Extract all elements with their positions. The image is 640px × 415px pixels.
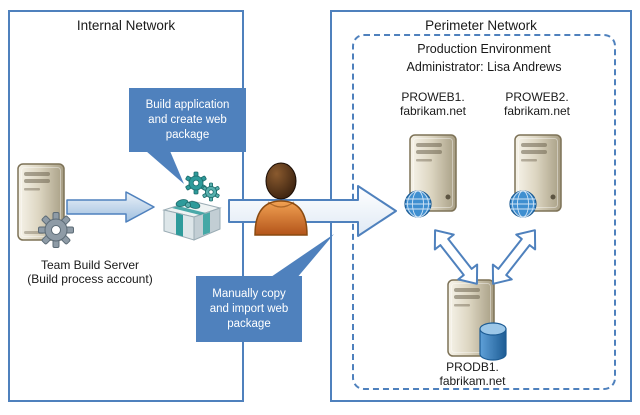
globe-icon xyxy=(508,189,538,219)
callout-copy-pointer xyxy=(266,234,336,280)
sync-arrow-left xyxy=(424,226,488,288)
sync-arrow-right xyxy=(482,226,546,288)
callout-build: Build application and create web package xyxy=(129,88,246,152)
prodb1-label: PRODB1. fabrikam.net xyxy=(439,360,506,388)
production-env-line2: Administrator: Lisa Andrews xyxy=(406,60,562,74)
build-arrow xyxy=(66,190,156,224)
database-icon xyxy=(477,321,509,363)
transfer-arrow xyxy=(228,183,400,239)
callout-copy-text: Manually copy and import web package xyxy=(209,287,289,330)
production-env-text: Production Environment Administrator: Li… xyxy=(352,40,616,76)
web-package-icon xyxy=(156,170,230,242)
build-server-label: Team Build Server (Build process account… xyxy=(27,258,153,286)
proweb2-label: PROWEB2. fabrikam.net xyxy=(503,90,571,118)
globe-icon xyxy=(403,189,433,219)
perimeter-network-title: Perimeter Network xyxy=(425,18,537,33)
gear-icon xyxy=(38,212,74,248)
callout-build-text: Build application and create web package xyxy=(145,98,230,141)
internal-network-title: Internal Network xyxy=(76,18,176,33)
proweb1-label: PROWEB1. fabrikam.net xyxy=(399,90,467,118)
build-server-icon xyxy=(16,162,66,242)
callout-copy: Manually copy and import web package xyxy=(196,276,302,342)
admin-person-icon xyxy=(250,156,312,236)
callout-build-pointer xyxy=(146,151,186,185)
production-env-line1: Production Environment xyxy=(417,42,551,56)
